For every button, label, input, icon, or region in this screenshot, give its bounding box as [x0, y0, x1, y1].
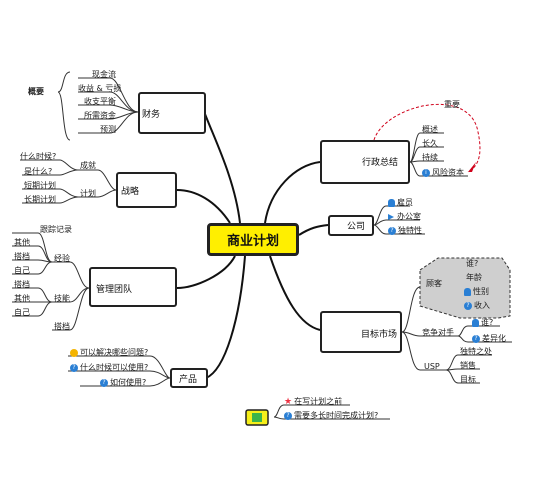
- team-skills[interactable]: 技能: [54, 294, 70, 303]
- connector-product: [205, 255, 246, 379]
- strategy-short-term[interactable]: 短期计划: [24, 181, 56, 190]
- team-node[interactable]: [89, 267, 177, 307]
- market-customer[interactable]: 顾客: [426, 279, 442, 288]
- strategy-q-what[interactable]: 是什么?: [24, 167, 53, 176]
- person-icon: [472, 318, 479, 327]
- company-label: 公司: [347, 222, 366, 232]
- question-icon: ?: [388, 226, 396, 235]
- market-differentiation-text: 差异化: [482, 334, 506, 343]
- person-icon: [464, 287, 471, 296]
- market-age[interactable]: 年龄: [466, 273, 482, 282]
- question-icon: ?: [284, 411, 292, 420]
- market-target[interactable]: 目标: [460, 375, 476, 384]
- relation-arrow: [373, 103, 481, 173]
- market-usp[interactable]: USP: [424, 362, 440, 371]
- question-icon: ?: [464, 301, 472, 310]
- connector-admin: [264, 161, 321, 224]
- finance-overview: 概要: [28, 87, 44, 96]
- company-item-employees[interactable]: 雇员: [388, 198, 413, 208]
- product-q3-text: 如何使用?: [110, 378, 147, 387]
- team-bamboo-1[interactable]: 搭档: [14, 252, 30, 261]
- finance-node[interactable]: [138, 92, 206, 134]
- admin-item-vc-text: 风险资本: [432, 168, 464, 177]
- admin-item-lasting[interactable]: 长久: [422, 139, 438, 148]
- finance-label: 财务: [142, 110, 161, 120]
- finance-item-funding[interactable]: 所需资金: [84, 111, 116, 120]
- market-income-text: 收入: [474, 301, 490, 310]
- legend-note-2-text: 需要多长时间完成计划?: [294, 411, 379, 420]
- company-node[interactable]: [328, 215, 374, 236]
- relation-arrow-head: [468, 162, 476, 172]
- company-item-unique[interactable]: ?独特性: [388, 226, 422, 236]
- smile-icon: [70, 348, 78, 357]
- connector-company: [298, 224, 329, 236]
- admin-item-sustain[interactable]: 持续: [422, 153, 438, 162]
- person-icon: [388, 198, 395, 207]
- admin-node[interactable]: [320, 140, 410, 184]
- team-self-2[interactable]: 自己: [14, 308, 30, 317]
- product-node[interactable]: [170, 368, 208, 388]
- admin-item-overview[interactable]: 概述: [422, 125, 438, 134]
- finance-item-forecast[interactable]: 预测: [100, 125, 116, 134]
- connector-market: [269, 255, 321, 331]
- info-icon: i: [422, 168, 430, 177]
- legend-note-1-text: 在写计划之前: [294, 397, 343, 406]
- relation-important: 重要: [444, 100, 460, 109]
- market-gender-text: 性别: [473, 287, 489, 296]
- legend-note-1[interactable]: ★在写计划之前: [284, 397, 342, 407]
- company-item-unique-text: 独特性: [398, 226, 422, 235]
- finance-item-breakeven[interactable]: 收支平衡: [84, 97, 116, 106]
- product-q2-text: 什么时候可以使用?: [80, 363, 149, 372]
- connector-team: [176, 255, 236, 289]
- team-bamboo-3[interactable]: 搭档: [54, 322, 70, 331]
- product-q1[interactable]: 可以解决哪些问题?: [70, 348, 148, 358]
- market-comp-who[interactable]: 谁?: [472, 318, 493, 328]
- market-sales[interactable]: 销售: [460, 361, 476, 370]
- team-experience[interactable]: 经验: [54, 254, 70, 263]
- market-differentiation[interactable]: ?差异化: [472, 334, 506, 344]
- finance-item-profit-loss[interactable]: 收益 & 亏损: [78, 84, 122, 93]
- product-q2[interactable]: ?什么时候可以使用?: [70, 363, 148, 373]
- market-competitors[interactable]: 竞争对手: [422, 328, 454, 337]
- team-other-2[interactable]: 其他: [14, 294, 30, 303]
- legend-note-2[interactable]: ?需要多长时间完成计划?: [284, 411, 378, 421]
- team-bamboo-2[interactable]: 搭档: [14, 280, 30, 289]
- strategy-label: 战略: [121, 187, 140, 197]
- legend-smile-icon: [245, 409, 269, 426]
- central-topic[interactable]: 商业计划: [207, 223, 299, 256]
- connector-strategy: [176, 189, 231, 224]
- market-comp-who-text: 谁?: [481, 318, 494, 327]
- strategy-q-when[interactable]: 什么时候?: [20, 152, 57, 161]
- admin-label: 行政总结: [362, 158, 399, 168]
- finance-item-cashflow[interactable]: 现金流: [92, 70, 116, 79]
- company-item-employees-text: 雇员: [397, 198, 413, 207]
- market-income[interactable]: ?收入: [464, 301, 490, 311]
- question-icon: ?: [100, 378, 108, 387]
- team-other-1[interactable]: 其他: [14, 238, 30, 247]
- team-label: 管理团队: [96, 285, 133, 295]
- market-gender[interactable]: 性别: [464, 287, 489, 297]
- strategy-node[interactable]: [116, 172, 177, 208]
- company-item-office-text: 办公室: [397, 212, 421, 221]
- question-icon: ?: [472, 334, 480, 343]
- product-label: 产品: [179, 375, 198, 385]
- market-who[interactable]: 谁?: [466, 259, 479, 268]
- market-label: 目标市场: [361, 330, 398, 340]
- market-node[interactable]: [320, 311, 402, 353]
- team-self-1[interactable]: 自己: [14, 266, 30, 275]
- company-item-office[interactable]: 办公室: [388, 212, 421, 222]
- team-track-record[interactable]: 跟踪记录: [40, 225, 72, 234]
- connector-finance: [204, 113, 241, 224]
- strategy-plan[interactable]: 计划: [80, 189, 96, 198]
- strategy-success[interactable]: 成就: [80, 161, 96, 170]
- question-icon: ?: [70, 363, 78, 372]
- market-unique[interactable]: 独特之处: [460, 347, 492, 356]
- flag-icon: [388, 213, 394, 220]
- star-icon: ★: [284, 397, 293, 407]
- product-q1-text: 可以解决哪些问题?: [80, 348, 149, 357]
- product-q3[interactable]: ?如何使用?: [100, 378, 146, 388]
- strategy-long-term[interactable]: 长期计划: [24, 195, 56, 204]
